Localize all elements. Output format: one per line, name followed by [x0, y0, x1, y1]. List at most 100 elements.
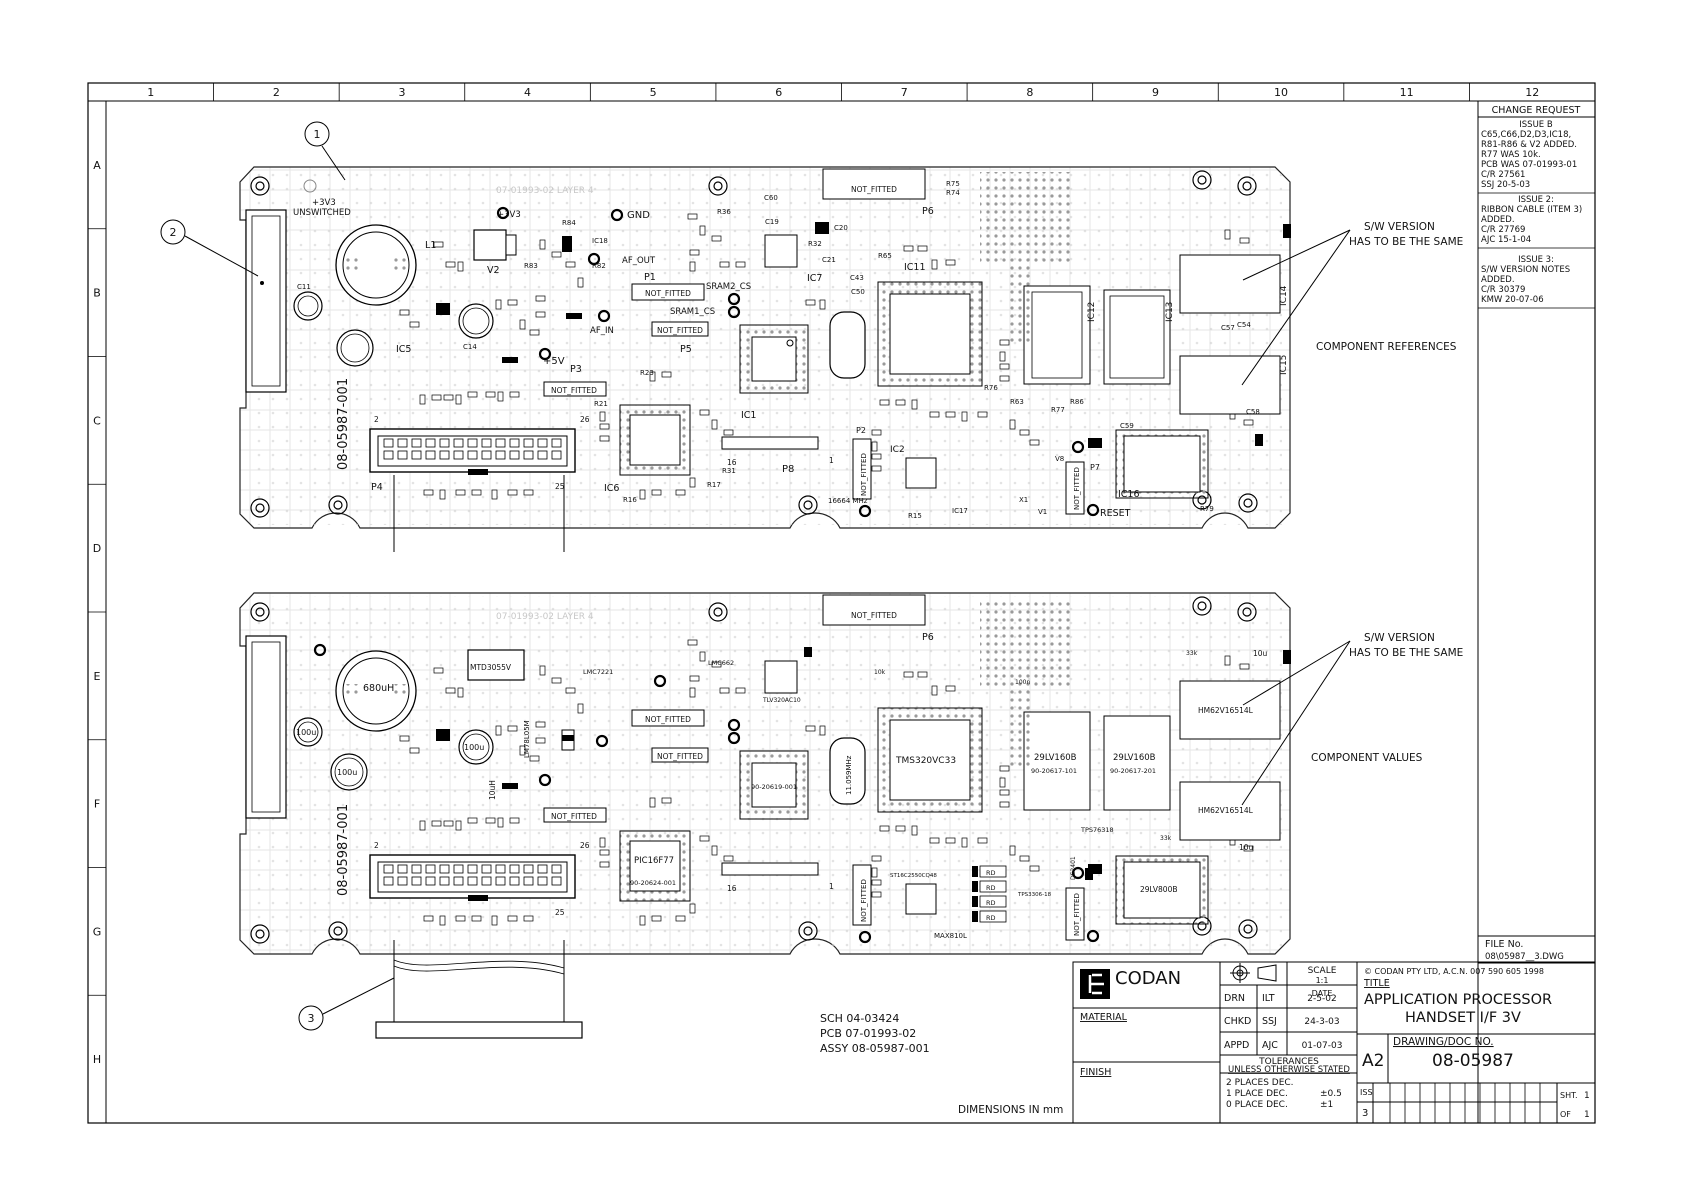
label-r16: R16 [623, 496, 637, 504]
component-labels: +3V3 UNSWITCHED +3V3 GND AF_OUT AF_IN +5… [293, 180, 1289, 940]
label-ic11: IC11 [904, 262, 926, 273]
note-sch: SCH 04-03424 [820, 1012, 899, 1025]
label-pin26-bot: 26 [580, 841, 590, 850]
connector-pin [467, 876, 478, 886]
label-cpld: 90-20619-001 [751, 783, 797, 791]
drawing-number: 08-05987 [1432, 1051, 1514, 1071]
label-11mhz: 11.059MHz [845, 755, 853, 795]
smd-footprint [895, 399, 906, 406]
label-x1: X1 [1019, 496, 1028, 504]
tol-1-place-value: ±0.5 [1320, 1089, 1342, 1099]
smd-footprint [471, 915, 482, 922]
smd-footprint [497, 391, 504, 402]
material-label: MATERIAL [1080, 1012, 1128, 1023]
smd-footprint [509, 817, 520, 824]
connector-pin [411, 450, 422, 460]
smd-footprint [535, 737, 546, 744]
connector-pin [495, 438, 506, 448]
label-ic13: IC13 [1165, 302, 1175, 322]
grid-row-A: A [93, 159, 101, 172]
of-label: OF [1560, 1110, 1571, 1119]
label-unswitched: UNSWITCHED [293, 208, 351, 218]
tol-1-place: 1 PLACE DEC. [1226, 1089, 1288, 1099]
connector-pin [481, 438, 492, 448]
copyright: © CODAN PTY LTD, A.C.N. 007 590 605 1998 [1364, 967, 1544, 976]
label-10u-b: 10u [1239, 843, 1254, 852]
label-pin16-bot: 16 [727, 884, 737, 893]
sheet-size: A2 [1362, 1051, 1384, 1071]
label-sram-2: HM62V16514L [1198, 806, 1254, 815]
smd-footprint [535, 295, 546, 302]
connector-pin [481, 450, 492, 460]
board-component-values [239, 592, 1291, 1039]
label-p8: P8 [782, 464, 794, 475]
label-tps76318: TPS76318 [1080, 826, 1114, 834]
smd-footprint [457, 687, 464, 698]
smd-footprint [699, 835, 710, 842]
cr-issue_b-line: R81-R86 & V2 ADDED. [1481, 140, 1577, 150]
label-p5: P5 [680, 344, 692, 355]
smd-footprint [423, 915, 434, 922]
connector-pin [397, 864, 408, 874]
smd-footprint [805, 299, 816, 306]
grid-col-4: 4 [524, 86, 531, 99]
label-pin1-bot: 1 [829, 882, 834, 891]
label-pic-partno: 90-20624-001 [630, 879, 676, 887]
approval-date: 01-07-03 [1302, 1041, 1343, 1051]
smd-footprint [649, 797, 656, 808]
smd-footprint [551, 677, 562, 684]
assy-label-bottom: 08-05987-001 [336, 804, 351, 896]
label-gnd: GND [627, 210, 650, 221]
smd-footprint [661, 797, 672, 804]
balloon-1: 1 [314, 128, 321, 141]
smd-footprint [871, 879, 882, 886]
smd-footprint [445, 687, 456, 694]
label-33k-a: 33k [1186, 650, 1198, 657]
connector-pin [453, 864, 464, 874]
cr-issue_2-line: AJC 15-1-04 [1481, 235, 1531, 245]
smd-footprint [699, 409, 710, 416]
smd-footprint [903, 671, 914, 678]
note-dimensions: DIMENSIONS IN mm [958, 1104, 1063, 1116]
connector-pin [467, 450, 478, 460]
connector-pin [439, 450, 450, 460]
grid-col-1: 1 [147, 86, 154, 99]
smd-footprint [651, 489, 662, 496]
smd-footprint [895, 825, 906, 832]
label-rd-4: RD [986, 914, 996, 922]
label-100n-a: 100n [1015, 679, 1030, 686]
label-pin2-top: 2 [374, 415, 379, 424]
label-p3: P3 [570, 364, 582, 375]
connector-pin [551, 876, 562, 886]
connector-pin [537, 876, 548, 886]
smd-footprint [819, 299, 826, 310]
smd-footprint [599, 837, 606, 848]
codan-logo [1080, 969, 1110, 999]
smd-footprint [977, 837, 988, 844]
label-rd-3: RD [986, 899, 996, 907]
smd-footprint [945, 685, 956, 692]
label-c20: C20 [834, 224, 848, 232]
smd-footprint [999, 789, 1010, 796]
connector-pin [397, 438, 408, 448]
label-c19: C19 [765, 218, 779, 226]
smd-footprint [687, 639, 698, 646]
smd-footprint [443, 394, 454, 401]
connector-pin [537, 450, 548, 460]
label-af-out: AF_OUT [622, 256, 656, 266]
label-reset: RESET [1100, 508, 1131, 519]
sw-note-bottom-line1: S/W VERSION [1364, 632, 1435, 644]
smd-footprint [523, 489, 534, 496]
smd-footprint [1243, 419, 1254, 426]
cr-issue_3-title: ISSUE 3: [1518, 255, 1554, 265]
smd-footprint [1019, 429, 1030, 436]
cr-issue_2-title: ISSUE 2: [1518, 195, 1554, 205]
smd-footprint [917, 245, 928, 252]
smd-footprint [735, 687, 746, 694]
approval-role: APPD [1224, 1040, 1249, 1051]
smd-footprint [599, 861, 610, 868]
label-nf-bot-5: NOT_FITTED [860, 879, 868, 922]
smd-footprint [719, 687, 730, 694]
label-flash2b: 90-20617-201 [1110, 767, 1156, 775]
